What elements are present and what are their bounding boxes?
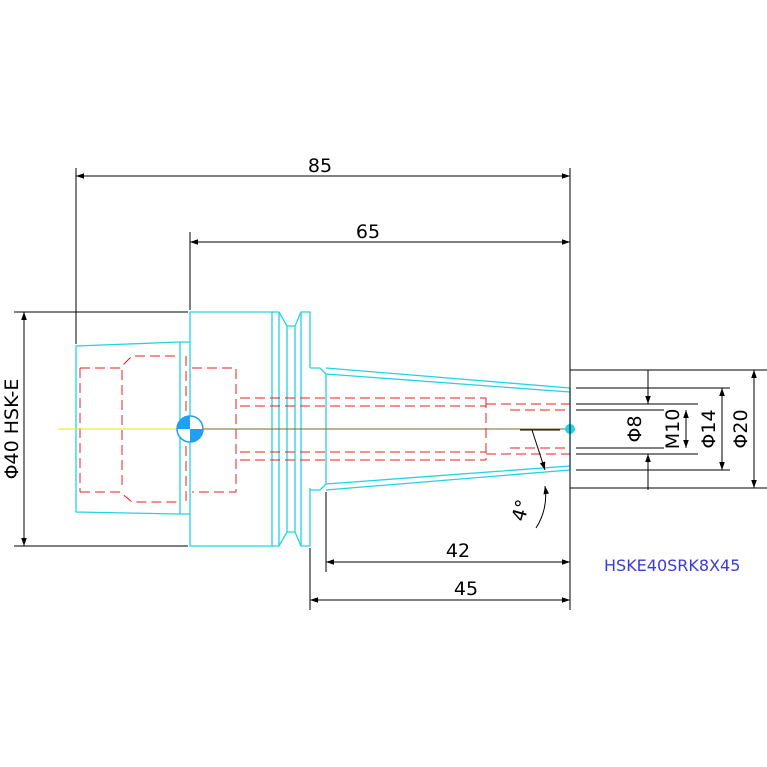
angle-arc <box>535 485 549 529</box>
center-marker-large <box>176 415 204 443</box>
dim-14-text: Φ14 <box>698 409 720 448</box>
dim-40-text: Φ40 HSK-E <box>1 379 23 480</box>
dim-20-text: Φ20 <box>730 409 752 448</box>
dim-85-text: 85 <box>308 155 332 177</box>
flange-inner-hidden <box>192 367 237 493</box>
groove-outline <box>272 311 311 368</box>
shank-inner-line-bottom <box>325 465 571 485</box>
hidden-lines <box>79 355 570 503</box>
shank-outline <box>325 367 571 491</box>
dim-8-text: Φ8 <box>624 415 646 442</box>
shank-inner-line-top <box>325 373 571 393</box>
dim-angle-text: 4° <box>508 497 535 524</box>
dimension-lines <box>14 168 767 610</box>
dim-m10-text: M10 <box>662 409 684 450</box>
hsk-taper-outline <box>75 341 190 515</box>
dim-45-text: 45 <box>454 578 478 600</box>
dim-42-text: 42 <box>446 540 470 562</box>
groove-outline-bottom <box>272 488 311 547</box>
taper-inner-hidden <box>80 355 178 503</box>
dim-65-text: 65 <box>356 221 380 243</box>
part-label: HSKE40SRK8X45 <box>604 556 740 575</box>
